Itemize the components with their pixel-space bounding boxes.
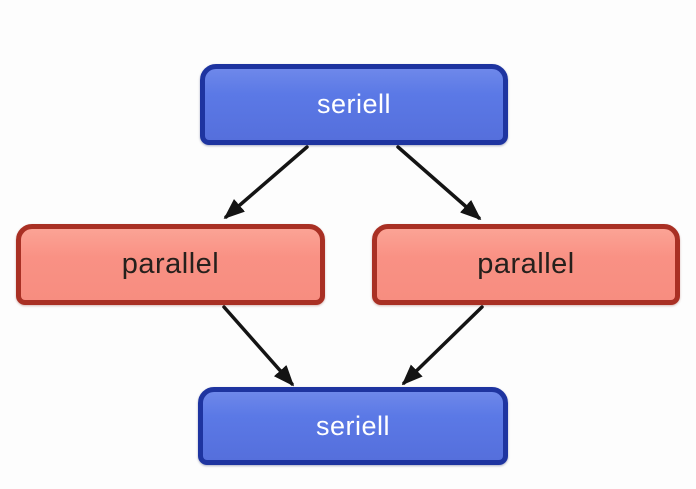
node-seriell-bottom-label: seriell xyxy=(315,410,391,441)
arrow-seriell-top-to-parallel-left xyxy=(223,145,309,220)
node-parallel-left-label: parallel xyxy=(121,248,220,280)
node-parallel-right: parallel xyxy=(372,224,680,305)
node-seriell-bottom: seriell xyxy=(198,387,508,465)
arrow-parallel-left-to-seriell-bottom xyxy=(222,305,295,387)
node-parallel-left: parallel xyxy=(16,224,325,305)
arrow-seriell-top-to-parallel-right xyxy=(396,145,482,221)
arrow-parallel-right-to-seriell-bottom xyxy=(401,305,484,386)
node-parallel-right-label: parallel xyxy=(477,248,575,280)
node-seriell-top: seriell xyxy=(200,64,508,145)
node-seriell-top-label: seriell xyxy=(316,89,392,119)
